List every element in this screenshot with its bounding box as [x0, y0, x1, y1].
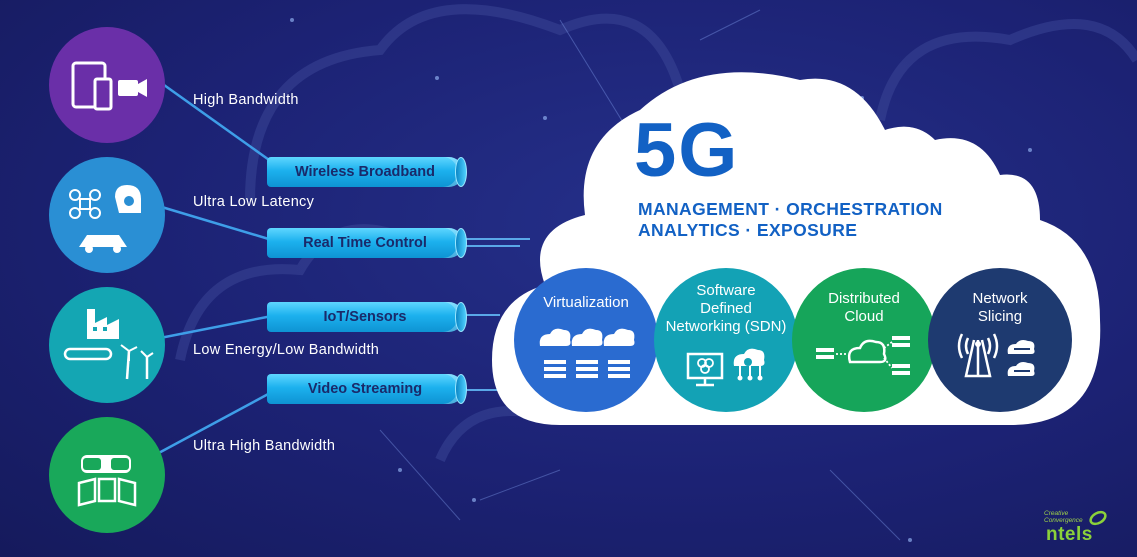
- use-case-label: High Bandwidth: [193, 92, 299, 108]
- logo-tagline-1: Creative: [1044, 510, 1069, 517]
- pipe-label: Wireless Broadband: [294, 164, 436, 180]
- vr-headset-icon: [77, 455, 137, 507]
- function-virtualization: Virtualization: [514, 268, 658, 412]
- pipe-wireless-broadband: Wireless Broadband: [267, 157, 467, 187]
- function-sdn: Software Defined Networking (SDN): [654, 268, 798, 412]
- function-label: Network Slicing: [972, 290, 1028, 325]
- subtitle-line-2: ANALYTICS · EXPOSURE: [638, 220, 858, 240]
- use-case-circle-iot: [49, 287, 165, 403]
- pipe-label: Real Time Control: [303, 235, 427, 251]
- antenna-slice-icon: [957, 333, 1035, 378]
- subtitle-line-1: MANAGEMENT · ORCHESTRATION: [638, 199, 943, 219]
- pipe-video-streaming: Video Streaming: [267, 374, 467, 404]
- use-case-label: Ultra High Bandwidth: [193, 438, 336, 454]
- diagram-title: 5G: [634, 108, 740, 193]
- cloud-server-icon: [539, 328, 635, 378]
- logo-tagline-2: Convergence: [1044, 517, 1083, 524]
- use-case-label: Ultra Low Latency: [193, 194, 315, 210]
- use-case-circle-bandwidth: [49, 27, 165, 143]
- function-label: Virtualization: [543, 294, 629, 311]
- function-network-slicing: Network Slicing: [928, 268, 1072, 412]
- distributed-server-icon: [816, 336, 910, 375]
- logo-swirl-icon: [1089, 510, 1107, 526]
- pipe-real-time-control: Real Time Control: [267, 228, 467, 258]
- function-label: Software Defined Networking (SDN): [665, 282, 787, 335]
- function-label: Distributed Cloud: [828, 290, 900, 325]
- function-distributed-cloud: Distributed Cloud: [792, 268, 936, 412]
- use-case-label: Low Energy/Low Bandwidth: [193, 342, 380, 358]
- logo-name: ntels: [1046, 524, 1093, 545]
- pipe-iot-sensors: IoT/Sensors: [267, 302, 467, 332]
- monitor-network-icon: [686, 348, 765, 387]
- factory-windmill-icon: [63, 309, 154, 380]
- ntels-logo: Creative Convergence ntels: [1040, 510, 1110, 548]
- use-case-circle-latency: [49, 157, 165, 273]
- tablet-phone-video-icon: [71, 61, 147, 111]
- use-case-circle-video: [49, 417, 165, 533]
- pipe-label: Video Streaming: [307, 381, 423, 397]
- pipe-label: IoT/Sensors: [323, 309, 407, 325]
- drone-robot-car-icon: [69, 185, 141, 253]
